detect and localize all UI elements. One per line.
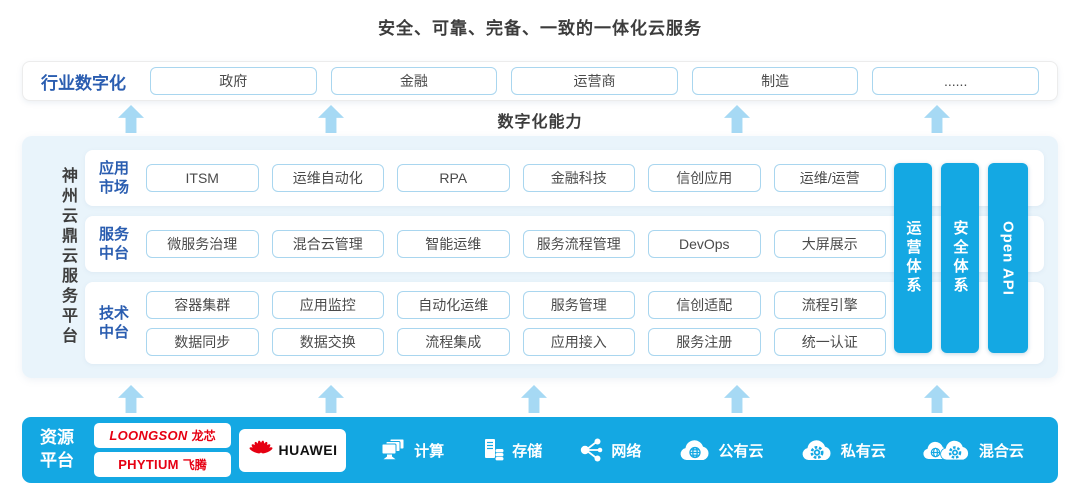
item-automated-ops: 自动化运维 xyxy=(397,290,510,319)
item-big-screen: 大屏展示 xyxy=(773,230,886,258)
loongson-wordmark: LOONGSON xyxy=(109,428,188,443)
resource-platform-label: 资源平台 xyxy=(40,428,74,470)
tech-items-line2: 数据同步 数据交换 流程集成 应用接入 服务注册 统一认证 xyxy=(146,327,886,356)
item-service-registry: 服务注册 xyxy=(648,327,761,356)
private-cloud-icon xyxy=(802,439,831,460)
pillar-open-api: Open API xyxy=(988,163,1028,353)
industry-items: 政府 金融 运营商 制造 ...... xyxy=(150,67,1039,95)
service-label: 公有云 xyxy=(718,442,764,460)
industry-item-more: ...... xyxy=(872,67,1039,95)
hybrid-cloud-icon xyxy=(923,439,969,460)
industry-item-government: 政府 xyxy=(150,67,317,95)
phytium-cn-name: 飞腾 xyxy=(182,458,207,472)
tech-platform-items: 容器集群 应用监控 自动化运维 服务管理 信创适配 流程引擎 数据同步 数据交换… xyxy=(146,290,886,356)
service-network: 网络 xyxy=(578,437,641,463)
service-label: 计算 xyxy=(414,442,445,460)
resource-services: 计算 存储 xyxy=(362,437,1042,463)
item-devops: DevOps xyxy=(648,230,761,258)
item-container-cluster: 容器集群 xyxy=(146,290,259,319)
platform-name: 神州云鼎云服务平台 xyxy=(59,167,76,347)
item-service-process-mgmt: 服务流程管理 xyxy=(522,230,635,258)
item-data-exchange: 数据交换 xyxy=(271,327,384,356)
app-market-label: 应用市场 xyxy=(99,159,130,197)
app-market-row: 应用市场 ITSM 运维自动化 RPA 金融科技 信创应用 运维/运营 xyxy=(85,150,1044,206)
service-platform-items: 微服务治理 混合云管理 智能运维 服务流程管理 DevOps 大屏展示 xyxy=(146,230,886,258)
capability-arrow-row: 数字化能力 xyxy=(22,104,1058,134)
app-market-items: ITSM 运维自动化 RPA 金融科技 信创应用 运维/运营 xyxy=(146,164,886,192)
resource-platform-band: 资源平台 LOONGSON 龙芯 PHYTIUM 飞腾 xyxy=(22,417,1058,483)
up-arrow-icon xyxy=(924,385,950,413)
industry-row-label: 行业数字化 xyxy=(41,73,126,93)
tech-platform-label: 技术中台 xyxy=(99,304,130,342)
service-label: 存储 xyxy=(512,442,543,460)
item-process-integration: 流程集成 xyxy=(397,327,510,356)
cpu-vendor-logos: LOONGSON 龙芯 PHYTIUM 飞腾 xyxy=(94,423,231,477)
service-storage: 存储 xyxy=(480,437,542,463)
network-icon xyxy=(581,438,603,462)
item-process-engine: 流程引擎 xyxy=(773,290,886,319)
industry-item-carrier: 运营商 xyxy=(511,67,678,95)
service-label: 网络 xyxy=(611,442,642,460)
item-ops-operation: 运维/运营 xyxy=(773,164,886,192)
item-itsm: ITSM xyxy=(146,164,259,192)
up-arrow-icon xyxy=(318,385,344,413)
huawei-logo: HUAWEI xyxy=(239,428,346,472)
phytium-logo: PHYTIUM 飞腾 xyxy=(94,452,231,477)
service-label: 混合云 xyxy=(978,442,1024,460)
storage-icon xyxy=(485,439,504,461)
tech-middle-platform-row: 技术中台 容器集群 应用监控 自动化运维 服务管理 信创适配 流程引擎 数据同步… xyxy=(85,282,1044,364)
service-hybrid-cloud: 混合云 xyxy=(922,438,1024,463)
service-public-cloud: 公有云 xyxy=(678,438,764,463)
service-compute: 计算 xyxy=(380,437,444,463)
item-microservice-governance: 微服务治理 xyxy=(146,230,259,258)
industry-digitalization-row: 行业数字化 政府 金融 运营商 制造 ...... xyxy=(22,61,1058,101)
huawei-flower-icon xyxy=(249,440,272,454)
service-middle-platform-row: 服务中台 微服务治理 混合云管理 智能运维 服务流程管理 DevOps 大屏展示 xyxy=(85,216,1044,272)
service-private-cloud: 私有云 xyxy=(800,438,886,463)
loongson-cn-name: 龙芯 xyxy=(191,429,216,443)
service-platform-label: 服务中台 xyxy=(99,225,130,263)
pillar-operation-system: 运营体系 xyxy=(894,163,932,353)
public-cloud-icon xyxy=(680,439,709,460)
capability-label: 数字化能力 xyxy=(497,114,583,131)
tech-items-line1: 容器集群 应用监控 自动化运维 服务管理 信创适配 流程引擎 xyxy=(146,290,886,319)
item-ops-automation: 运维自动化 xyxy=(271,164,384,192)
up-arrow-icon xyxy=(724,385,750,413)
item-xinchuang-adaptation: 信创适配 xyxy=(648,290,761,319)
resource-arrow-row xyxy=(22,384,1058,414)
item-app-monitoring: 应用监控 xyxy=(271,290,384,319)
phytium-wordmark: PHYTIUM xyxy=(118,457,179,472)
loongson-logo: LOONGSON 龙芯 xyxy=(94,423,231,448)
compute-icon xyxy=(381,438,405,460)
item-intelligent-ops: 智能运维 xyxy=(397,230,510,258)
service-label: 私有云 xyxy=(840,442,886,460)
item-app-access: 应用接入 xyxy=(522,327,635,356)
industry-item-finance: 金融 xyxy=(330,67,498,95)
page-title: 安全、可靠、完备、一致的一体化云服务 xyxy=(378,19,702,38)
item-hybrid-cloud-mgmt: 混合云管理 xyxy=(271,230,384,258)
item-unified-auth: 统一认证 xyxy=(773,327,886,356)
industry-item-manufacturing: 制造 xyxy=(691,67,859,95)
item-service-mgmt: 服务管理 xyxy=(522,290,635,319)
item-data-sync: 数据同步 xyxy=(146,327,259,356)
pillar-security-system: 安全体系 xyxy=(941,163,979,353)
up-arrow-icon xyxy=(118,385,144,413)
item-fintech: 金融科技 xyxy=(522,164,635,192)
huawei-wordmark: HUAWEI xyxy=(278,442,338,458)
item-xinchuang-app: 信创应用 xyxy=(648,164,761,192)
item-rpa: RPA xyxy=(397,164,510,192)
cloud-service-platform-panel: 神州云鼎云服务平台 应用市场 ITSM 运维自动化 RPA 金融科技 信创应用 … xyxy=(22,136,1058,378)
up-arrow-icon xyxy=(521,385,547,413)
